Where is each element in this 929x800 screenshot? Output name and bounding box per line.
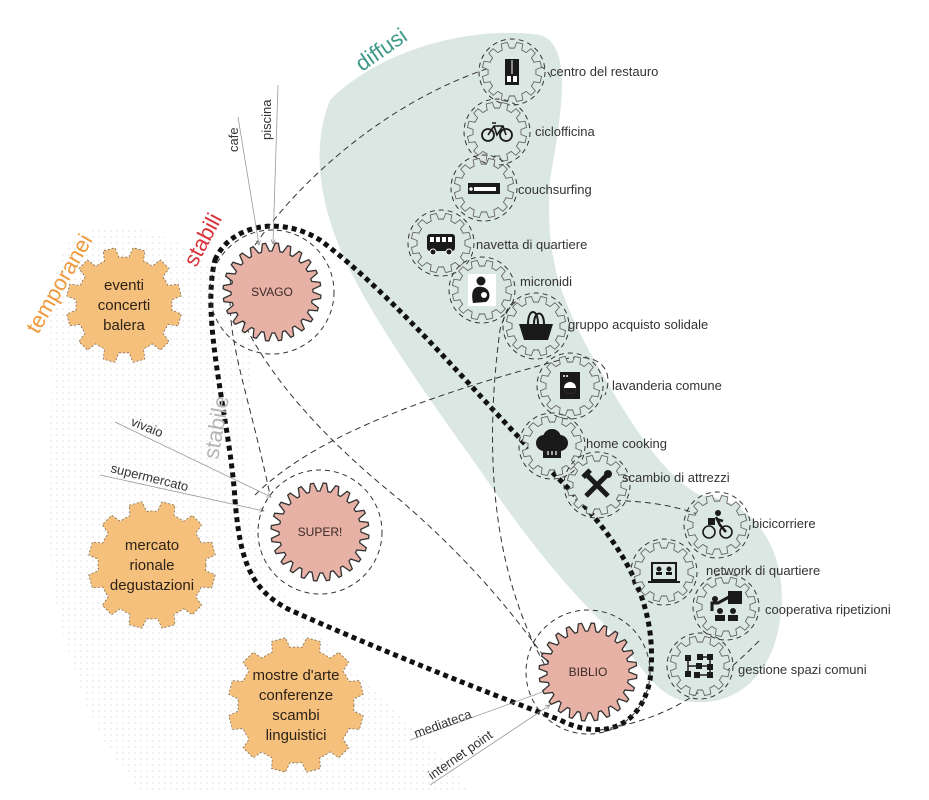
core-gear-ring [209,229,335,355]
service-ring [448,256,516,324]
core-gear-ring [257,469,383,595]
diffused-service-item[interactable]: bicicorriere [683,491,816,559]
temp-gear-mercato[interactable]: mercato rionale degustazioni [88,501,216,629]
service-ring [692,573,760,641]
temp-gear-label: mercato [125,537,179,554]
diffused-service-label: network di quartiere [706,563,820,578]
service-ring [450,154,518,222]
temp-gear-eventi[interactable]: eventi concerti balera [66,247,182,363]
diffused-service-label: gruppo acquisto solidale [568,317,708,332]
diffused-service-item[interactable]: network di quartiere [630,538,820,606]
temporanei-zone [47,227,470,790]
service-ring [563,451,631,519]
diffused-service-item[interactable]: couchsurfing [450,154,592,222]
diffused-service-item[interactable]: ciclofficina [463,98,596,166]
gear-shape [633,541,695,603]
service-ring [536,352,604,420]
bus-icon [427,234,455,256]
diffused-service-label: couchsurfing [518,182,592,197]
service-ring [630,538,698,606]
diffused-service-label: navetta di quartiere [476,237,587,252]
service-ring [502,292,570,360]
gear-shape [466,101,528,163]
diffused-service-item[interactable]: gestione spazi comuni [666,632,867,700]
core-gear-biblio[interactable]: BIBLIO [525,609,651,735]
mother-child-icon [468,274,496,306]
bike-courier-icon [702,510,733,539]
diffused-service-item[interactable]: lavanderia comune [536,352,722,420]
gear-shape [66,247,182,363]
diffused-service-label: scambio di attrezzi [622,470,730,485]
stabili-boundary [208,223,654,733]
stabili-title: stabili [178,209,226,270]
temp-gear-label: scambi [272,707,320,724]
basket-icon [519,311,553,340]
gear-shape [228,637,364,773]
chef-hat-icon [536,429,568,458]
diffused-service-label: gestione spazi comuni [738,662,867,677]
diffused-service-item[interactable]: scambio di attrezzi [563,451,730,519]
diffused-service-label: bicicorriere [752,516,816,531]
service-ring [518,412,586,480]
gear-shape [88,501,216,629]
teacher-icon [710,591,742,621]
temp-gear-label: degustazioni [110,577,194,594]
service-ring [463,98,531,166]
diffused-service-item[interactable]: gruppo acquisto solidale [502,292,708,360]
core-gear-label: SUPER! [298,525,343,539]
diffused-service-item[interactable]: micronidi [448,256,572,324]
service-ring [683,491,751,559]
sofa-icon [468,183,500,194]
diffused-services: centro del restauro ciclofficina couchsurf… [407,38,891,700]
temp-gear-label: linguistici [266,727,327,744]
input-label-piscina: piscina [259,99,274,140]
core-gear-ring [525,609,651,735]
diffused-service-label: cooperativa ripetizioni [765,602,891,617]
diffused-service-item[interactable]: home cooking [518,412,667,480]
temp-gear-mostre[interactable]: mostre d'arte conferenze scambi linguistici [228,637,364,773]
diffused-service-item[interactable]: cooperativa ripetizioni [692,573,891,641]
diffused-service-label: centro del restauro [550,64,658,79]
temp-gear-label: rionale [129,557,174,574]
gear-shape [222,242,322,342]
core-gear-super[interactable]: SUPER! [257,469,383,595]
washing-machine-icon [560,372,580,399]
service-ring [407,209,475,277]
core-gear-label: SVAGO [251,285,293,299]
service-ring [478,38,546,106]
diffused-service-label: home cooking [586,436,667,451]
diffused-service-label: lavanderia comune [612,378,722,393]
tools-icon [581,468,612,498]
diffused-service-label: micronidi [520,274,572,289]
flowchart-icon [685,654,713,678]
cabinet-icon [505,59,519,85]
temp-gear-label: mostre d'arte [252,667,339,684]
temp-gear-label: conferenze [259,687,333,704]
gear-shape [270,482,370,582]
service-ring [666,632,734,700]
temp-gear-label: eventi [104,277,144,294]
gear-shape [538,622,638,722]
gear-shape [686,494,748,556]
core-gear-svago[interactable]: SVAGO [209,229,335,355]
input-label-cafe: cafe [226,127,241,152]
video-call-icon [648,562,680,583]
diffused-service-label: ciclofficina [535,124,596,139]
gear-shape [695,576,757,638]
bicycle-icon [481,122,513,142]
diffused-service-item[interactable]: centro del restauro [478,38,658,106]
temp-gear-label: concerti [98,297,151,314]
input-arrows [99,84,550,786]
input-label-mediateca: mediateca [412,706,474,741]
core-gear-label: BIBLIO [569,665,608,679]
temp-gear-label: balera [103,317,145,334]
diffused-service-item[interactable]: navetta di quartiere [407,209,587,277]
